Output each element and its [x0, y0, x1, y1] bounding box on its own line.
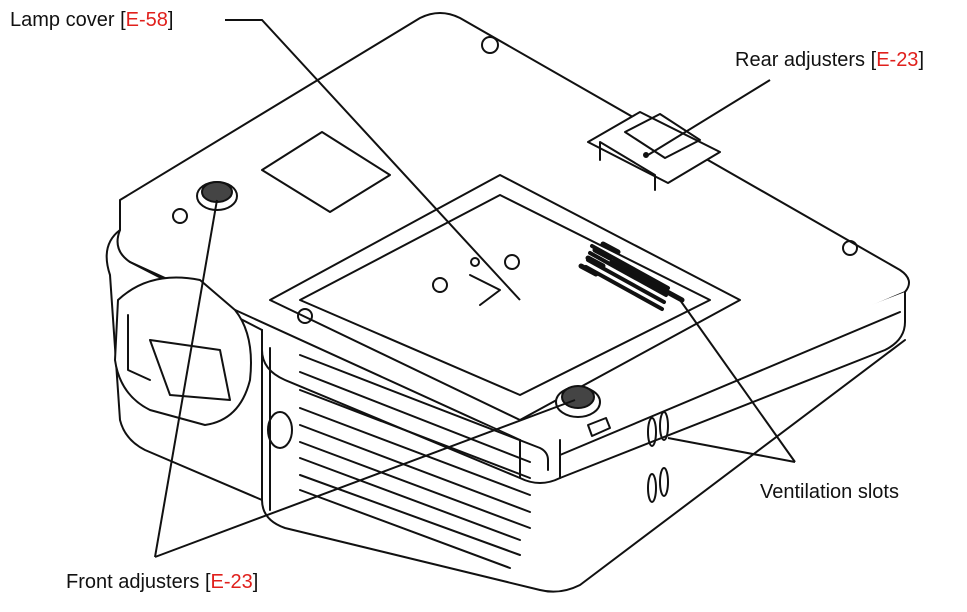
- projector-left-end: [105, 229, 263, 501]
- lamp-cover-text: Lamp cover: [10, 9, 115, 31]
- front-adjusters-text: Front adjusters: [66, 571, 200, 593]
- rear-adjuster-foot: [587, 111, 721, 191]
- rear-adjusters-leader: [647, 79, 771, 156]
- ventilation-slots-text: Ventilation slots: [760, 481, 899, 503]
- rear-adjusters-text: Rear adjusters: [735, 49, 866, 71]
- front-adjusters-ref-link[interactable]: E-23: [210, 571, 253, 593]
- projector-side-right: [519, 291, 906, 484]
- rear-adjusters-label: Rear adjusters [E-23]: [735, 49, 924, 71]
- front-adjusters-label: Front adjusters [E-23]: [66, 571, 259, 593]
- rubber-pad: [261, 131, 391, 213]
- lamp-cover-label: Lamp cover [E-58]: [10, 9, 174, 31]
- side-vent-slots: [647, 411, 669, 503]
- lamp-cover-panel: [269, 174, 741, 421]
- front-adjusters-leader-b: [154, 399, 576, 558]
- ventilation-leader-b: [679, 299, 796, 463]
- front-adjusters-leader-a: [154, 199, 218, 558]
- ventilation-slots-label: Ventilation slots: [760, 480, 899, 504]
- front-vent-grille: [299, 354, 549, 569]
- lens-hood: [114, 276, 252, 426]
- lamp-cover-ref-link[interactable]: E-58: [125, 9, 168, 31]
- side-oval-feature: [267, 411, 293, 449]
- front-adjuster-left: [196, 181, 238, 211]
- lamp-cover-leader: [225, 19, 521, 301]
- rear-adjusters-ref-link[interactable]: E-23: [876, 49, 919, 71]
- ventilation-leader-a: [667, 437, 796, 463]
